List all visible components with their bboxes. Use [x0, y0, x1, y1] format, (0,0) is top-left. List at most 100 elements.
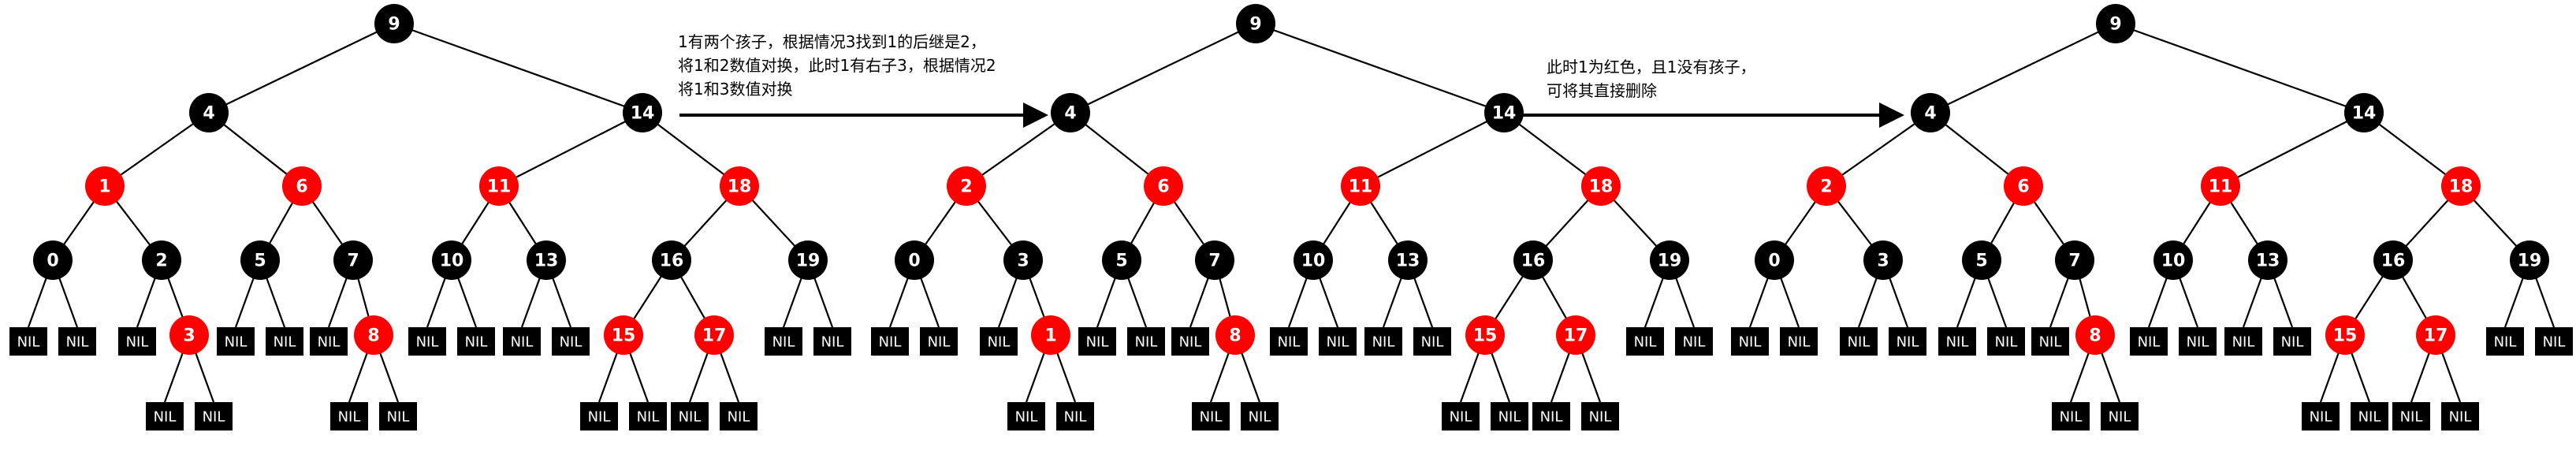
nil-label: NIL — [2449, 409, 2472, 426]
annotation-step-2-line-2: 可将其直接删除 — [1547, 81, 1657, 100]
nil-label: NIL — [2060, 409, 2083, 426]
nil-box — [1413, 327, 1451, 356]
tree-step-1-nil-leaf: NIL — [217, 327, 255, 356]
nil-label: NIL — [1015, 409, 1038, 426]
tree-step-1-nil-leaf: NIL — [765, 327, 802, 356]
nil-label: NIL — [1788, 334, 1811, 351]
nil-box — [2486, 327, 2524, 356]
node-circle — [2153, 240, 2193, 280]
nil-label: NIL — [2109, 409, 2131, 426]
node-circle — [1195, 240, 1234, 280]
node-label: 19 — [796, 252, 821, 271]
annotation-step-1-line-2: 将1和2数值对换，此时1有右子3，根据情况2 — [678, 56, 996, 75]
tree-step-1-nil-leaf: NIL — [266, 327, 303, 356]
node-circle — [652, 240, 691, 280]
tree-step-1-nil-leaf: NIL — [813, 327, 851, 356]
node-circle — [1102, 240, 1141, 280]
tree-step-3-node-19: 19 — [2510, 240, 2549, 280]
nil-label: NIL — [387, 409, 410, 426]
tree-step-2-edge-9-4 — [1070, 23, 1256, 114]
node-circle — [1513, 240, 1553, 280]
tree-step-3-node-13: 13 — [2248, 240, 2288, 280]
node-circle — [1294, 240, 1333, 280]
nil-label: NIL — [2138, 334, 2161, 351]
node-label: 10 — [440, 252, 464, 271]
node-circle — [1003, 240, 1043, 280]
nil-box — [2302, 402, 2340, 430]
node-label: 5 — [1975, 252, 1987, 271]
tree-step-2-node-5: 5 — [1102, 240, 1141, 280]
tree-step-2-nil-leaf: NIL — [1127, 327, 1165, 356]
node-circle — [2510, 240, 2549, 280]
nil-box — [1078, 327, 1116, 356]
node-label: 14 — [631, 104, 655, 124]
tree-step-2-node-0: 0 — [895, 240, 934, 280]
node-label: 9 — [1249, 15, 1261, 35]
node-label: 5 — [254, 252, 266, 271]
tree-step-2-nil-leaf: NIL — [1319, 327, 1357, 356]
tree-step-1-node-7: 7 — [333, 240, 373, 280]
tree-step-3-node-8: 8 — [2075, 315, 2115, 355]
tree-step-1-node-14: 14 — [623, 93, 662, 132]
node-circle — [2373, 240, 2413, 280]
node-circle — [623, 93, 662, 132]
node-circle — [432, 240, 471, 280]
node-circle — [2201, 166, 2240, 206]
tree-step-2-node-4: 4 — [1051, 93, 1090, 132]
tree-step-3-nil-leaf: NIL — [2101, 402, 2139, 430]
nil-label: NIL — [225, 334, 248, 351]
tree-step-2-node-10: 10 — [1294, 240, 1333, 280]
nil-box — [457, 327, 495, 356]
tree-step-3-nil-leaf: NIL — [1840, 327, 1878, 356]
node-label: 8 — [2089, 326, 2101, 346]
tree-step-1-nil-leaf: NIL — [671, 402, 709, 430]
tree-step-3-edge-14-11 — [2220, 112, 2365, 187]
node-label: 0 — [1768, 252, 1780, 271]
node-label: 10 — [2161, 252, 2186, 271]
nil-box — [2441, 402, 2479, 430]
node-label: 17 — [702, 326, 727, 346]
node-circle — [604, 315, 643, 355]
nil-label: NIL — [1540, 409, 1563, 426]
tree-step-3-node-5: 5 — [1962, 240, 2001, 280]
node-circle — [1388, 240, 1428, 280]
node-label: 17 — [2424, 326, 2448, 346]
nil-label: NIL — [1897, 334, 1919, 351]
tree-step-3-node-10: 10 — [2153, 240, 2193, 280]
nil-label: NIL — [1946, 334, 1969, 351]
tree-step-3-nil-leaf: NIL — [2273, 327, 2311, 356]
node-label: 17 — [1564, 326, 1588, 346]
nil-box — [1491, 402, 1528, 430]
nil-box — [1889, 327, 1926, 356]
node-circle — [1465, 315, 1505, 355]
tree-step-1-nil-leaf: NIL — [580, 402, 618, 430]
tree-step-1-edge-9-4 — [208, 23, 395, 114]
nil-box — [2179, 327, 2217, 356]
nil-label: NIL — [2232, 334, 2255, 351]
nil-box — [1270, 327, 1308, 356]
tree-step-3-nil-leaf: NIL — [1938, 327, 1976, 356]
tree-step-3-node-0: 0 — [1755, 240, 1794, 280]
tree-step-1-nil-leaf: NIL — [720, 402, 758, 430]
nil-label: NIL — [1589, 409, 1612, 426]
tree-step-2-nil-leaf: NIL — [1270, 327, 1308, 356]
node-label: 19 — [1658, 252, 1682, 271]
tree-step-2-node-8: 8 — [1215, 315, 1255, 355]
tree-step-2-nil-leaf: NIL — [871, 327, 909, 356]
tree-step-2-nil-leaf: NIL — [1581, 402, 1619, 430]
nil-box — [2273, 327, 2311, 356]
nil-label: NIL — [274, 334, 296, 351]
tree-step-2-node-13: 13 — [1388, 240, 1428, 280]
node-label: 1 — [99, 177, 110, 197]
tree-step-2-edge-9-14 — [1255, 22, 1505, 114]
tree-step-1-nil-leaf: NIL — [552, 327, 590, 356]
tree-step-1-nil-leaf: NIL — [310, 327, 348, 356]
node-circle — [1236, 4, 1275, 43]
tree-step-2-nil-leaf: NIL — [1171, 327, 1209, 356]
node-label: 1 — [1044, 326, 1056, 346]
tree-step-1-node-19: 19 — [788, 240, 828, 280]
node-circle — [1962, 240, 2001, 280]
tree-step-1-node-9: 9 — [374, 4, 414, 43]
tree-step-1-node-0: 0 — [33, 240, 73, 280]
nil-box — [2130, 327, 2168, 356]
